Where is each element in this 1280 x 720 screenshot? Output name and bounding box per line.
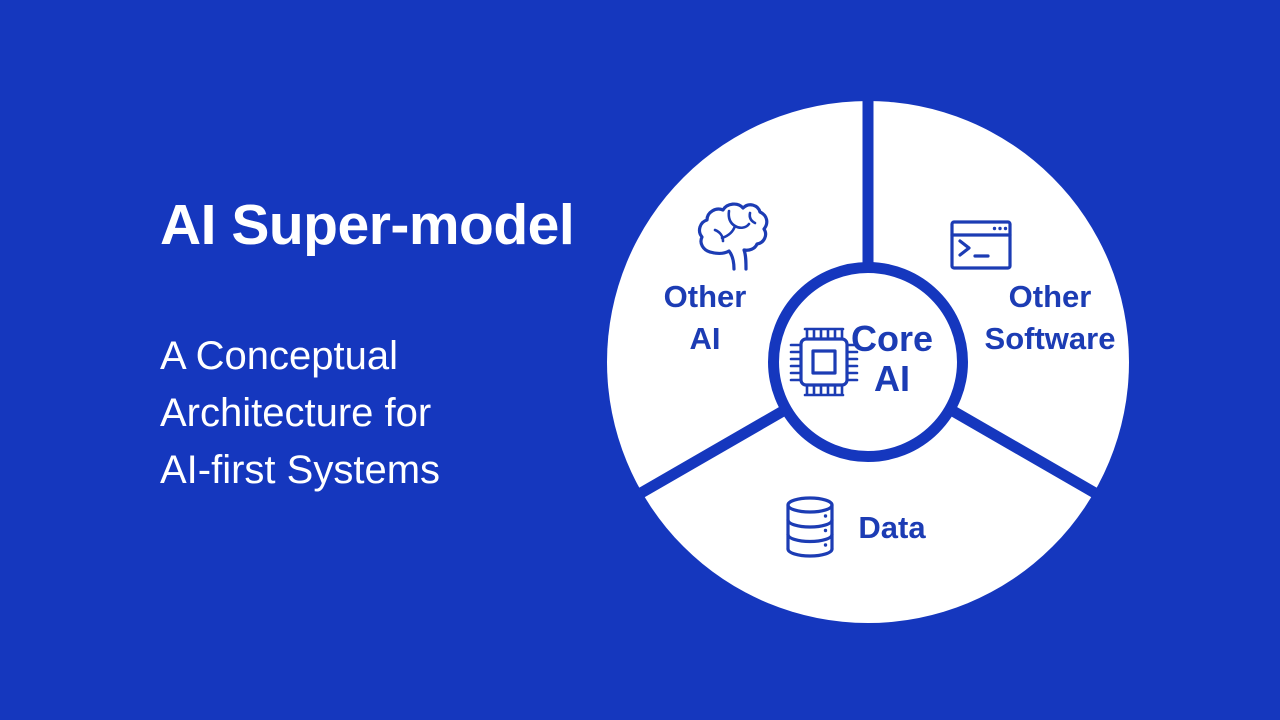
terminal-window-icon xyxy=(950,220,1012,270)
segment-label-other-software-line2: Software xyxy=(985,321,1116,356)
segment-label-other-software-line1: Other xyxy=(1009,279,1092,314)
segment-label-data: Data xyxy=(858,510,926,545)
slide-subtitle-line-3: AI-first Systems xyxy=(160,448,441,492)
ai-supermodel-diagram: Core AI Other AI Other Software xyxy=(607,100,1129,623)
slide-subtitle-line-1: A Conceptual xyxy=(160,334,398,378)
cpu-chip-icon xyxy=(789,327,859,397)
core-ai-circle xyxy=(768,262,968,462)
segment-label-other-ai-line2: AI xyxy=(690,321,721,356)
database-icon xyxy=(786,496,834,558)
core-ai-label-line1: Core xyxy=(851,318,933,359)
brain-icon xyxy=(697,202,769,271)
slide-subtitle: A Conceptual Architecture for AI-first S… xyxy=(160,328,440,499)
slide-title: AI Super-model xyxy=(160,193,575,257)
slide-subtitle-line-2: Architecture for xyxy=(160,391,432,435)
segment-label-other-ai-line1: Other xyxy=(664,279,747,314)
core-ai-label-line2: AI xyxy=(874,358,910,399)
